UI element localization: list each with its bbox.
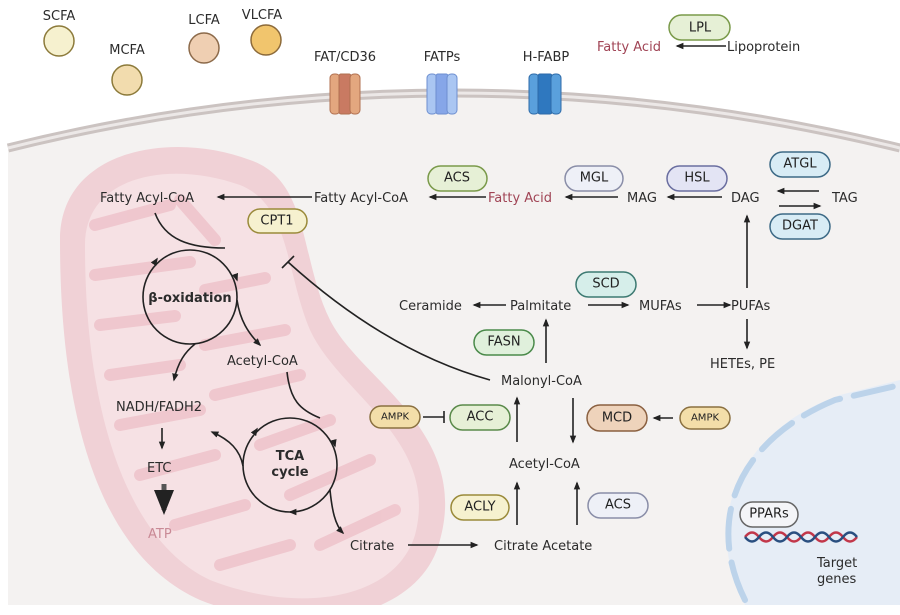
svg-text:AMPK: AMPK <box>691 413 719 424</box>
tca-label-line1: TCA <box>276 449 304 464</box>
acly-pill: ACLY <box>450 494 510 521</box>
hsl-pill: HSL <box>666 165 728 192</box>
etc-label: ETC <box>147 461 171 476</box>
nadh-fadh2-label: NADH/FADH2 <box>116 400 202 415</box>
fatty-acid-cyto: Fatty Acid <box>488 191 552 206</box>
svg-text:SCFA: SCFA <box>43 9 76 24</box>
svg-text:FASN: FASN <box>487 335 520 350</box>
arrow-beta-to-nadh <box>172 343 196 382</box>
fatty-acid-vlcfa: VLCFA <box>242 8 282 56</box>
citrate-acetate-label: Citrate Acetate <box>494 539 592 554</box>
svg-text:ACC: ACC <box>467 410 494 425</box>
acetyl-coa-cyto-label: Acetyl-CoA <box>509 457 580 472</box>
tag-label: TAG <box>831 191 858 206</box>
arrow-beta-to-acetyl <box>236 299 262 347</box>
svg-text:AMPK: AMPK <box>381 412 409 423</box>
dgat-pill: DGAT <box>769 213 831 240</box>
tca-label-line2: cycle <box>271 465 308 480</box>
svg-text:ACLY: ACLY <box>464 500 495 515</box>
inhibition-bar <box>281 255 295 269</box>
fatty-acyl-coa-cyto: Fatty Acyl-CoA <box>314 191 408 206</box>
mag-label: MAG <box>627 191 657 206</box>
malonyl-coa-label: Malonyl-CoA <box>501 374 582 389</box>
svg-text:MGL: MGL <box>580 171 609 186</box>
svg-text:DGAT: DGAT <box>782 219 818 234</box>
cpt1-pill: CPT1 <box>247 208 308 234</box>
target-genes-line1: Target <box>816 556 857 571</box>
svg-text:LCFA: LCFA <box>188 13 220 28</box>
lpl-product-fatty-acid: Fatty Acid <box>597 40 661 55</box>
fatty-acid-scfa: SCFA <box>43 9 76 57</box>
transporter-h-fabp: H-FABP <box>523 50 570 115</box>
citrate-mito-label: Citrate <box>350 539 394 554</box>
svg-text:HSL: HSL <box>684 171 710 186</box>
ceramide-label: Ceramide <box>399 299 462 314</box>
transporter-fat-cd36: FAT/CD36 <box>314 50 376 115</box>
fasn-pill: FASN <box>473 329 535 356</box>
atgl-pill: ATGL <box>769 151 831 178</box>
beta-cycle-arrow-1 <box>150 257 158 267</box>
svg-text:FATPs: FATPs <box>424 50 461 65</box>
atp-label: ATP <box>148 527 172 542</box>
inhibition-malonyl-cpt1 <box>287 261 491 381</box>
tca-cycle-arrow-1 <box>250 427 258 437</box>
arrow-acetyl-into-tca <box>286 371 321 419</box>
svg-text:PPARs: PPARs <box>749 507 789 522</box>
arrow-acyl-into-beta <box>154 212 226 249</box>
svg-text:ACS: ACS <box>444 171 470 186</box>
svg-text:SCD: SCD <box>592 277 619 292</box>
transporter-fatps: FATPs <box>424 50 461 115</box>
svg-text:CPT1: CPT1 <box>260 214 293 229</box>
svg-text:FAT/CD36: FAT/CD36 <box>314 50 376 65</box>
mufas-label: MUFAs <box>639 299 682 314</box>
ampk-pill-left: AMPK <box>369 405 421 429</box>
beta-oxidation-label: β-oxidation <box>148 291 231 306</box>
fatty-acyl-coa-mito: Fatty Acyl-CoA <box>100 191 194 206</box>
ampk-pill-right: AMPK <box>679 406 731 430</box>
svg-text:LPL: LPL <box>689 21 712 36</box>
palmitate-label: Palmitate <box>510 299 571 314</box>
hetes-label: HETEs, PE <box>710 357 775 372</box>
target-genes-line2: genes <box>817 572 856 587</box>
beta-oxidation-cycle <box>142 249 238 345</box>
svg-text:ATGL: ATGL <box>783 157 817 172</box>
arrow-tca-to-citrate <box>329 489 345 535</box>
acs-pill-bottom: ACS <box>587 492 649 519</box>
svg-text:H-FABP: H-FABP <box>523 50 570 65</box>
tca-cycle-arrow-2 <box>330 439 337 448</box>
scd-pill: SCD <box>575 271 637 298</box>
acc-pill: ACC <box>449 404 511 431</box>
svg-text:VLCFA: VLCFA <box>242 8 282 23</box>
nucleus <box>725 380 900 605</box>
svg-text:ACS: ACS <box>605 498 631 513</box>
pufas-label: PUFAs <box>731 299 771 314</box>
arrow-tca-to-nadh <box>210 431 244 467</box>
lipoprotein-label: Lipoprotein <box>727 40 800 55</box>
mcd-pill: MCD <box>586 404 648 432</box>
svg-text:MCD: MCD <box>602 411 632 426</box>
fatty-acid-mcfa: MCFA <box>109 43 145 96</box>
acetyl-coa-mito-label: Acetyl-CoA <box>227 354 298 369</box>
dag-label: DAG <box>731 191 760 206</box>
fatty-acid-lcfa: LCFA <box>188 13 220 64</box>
acs-pill-top: ACS <box>427 165 488 192</box>
mgl-pill: MGL <box>564 165 624 192</box>
svg-text:MCFA: MCFA <box>109 43 145 58</box>
ppars-pill: PPARs <box>739 501 799 528</box>
beta-cycle-arrow-2 <box>231 272 239 282</box>
dna-helix-icon <box>744 531 858 543</box>
lpl-pill: LPL <box>668 14 731 41</box>
